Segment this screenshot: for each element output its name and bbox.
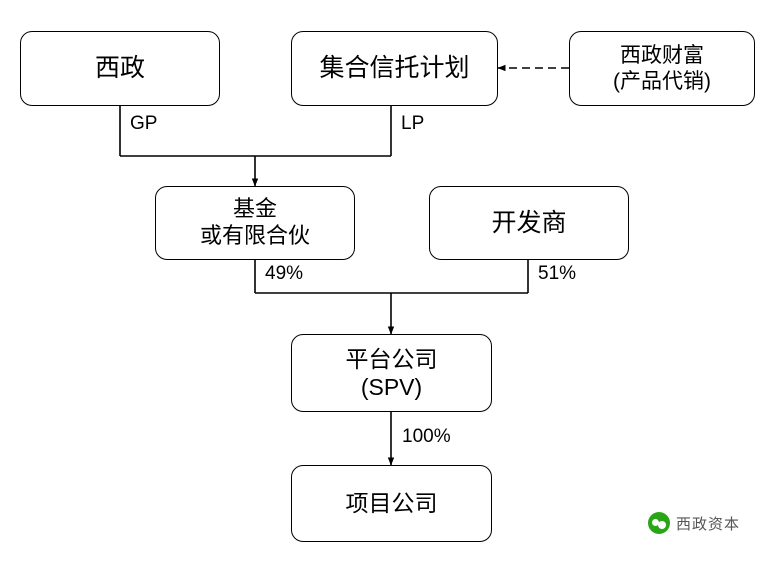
node-fund-line2: 或有限合伙 <box>199 223 310 248</box>
node-project[interactable]: 项目公司 <box>291 465 492 542</box>
node-platform[interactable]: 平台公司 (SPV) <box>291 334 492 412</box>
node-platform-line2: (SPV) <box>360 374 423 400</box>
edge-label-lp: LP <box>401 113 425 134</box>
edge-label-platform-share: 100% <box>402 426 451 447</box>
node-trust-plan[interactable]: 集合信托计划 <box>291 31 498 106</box>
node-project-line1: 项目公司 <box>345 490 438 517</box>
edge-label-developer-share: 51% <box>538 263 577 284</box>
watermark: 西政资本 <box>648 512 740 534</box>
node-fund-line1: 基金 <box>232 196 277 222</box>
wechat-icon <box>648 512 670 534</box>
node-developer[interactable]: 开发商 <box>429 186 629 260</box>
node-xizheng[interactable]: 西政 <box>20 31 220 106</box>
node-xizheng-line1: 西政 <box>94 54 145 83</box>
edge-label-gp: GP <box>130 113 158 134</box>
node-platform-line1: 平台公司 <box>345 345 438 372</box>
node-developer-line1: 开发商 <box>491 208 567 237</box>
node-xizheng-wealth[interactable]: 西政财富 (产品代销) <box>569 31 755 106</box>
watermark-text: 西政资本 <box>676 515 741 533</box>
node-fund[interactable]: 基金 或有限合伙 <box>155 186 355 260</box>
edge-label-fund-share: 49% <box>265 263 304 284</box>
node-xizheng-wealth-line2: (产品代销) <box>613 69 711 93</box>
node-xizheng-wealth-line1: 西政财富 <box>620 43 704 67</box>
node-trust-plan-line1: 集合信托计划 <box>319 54 470 83</box>
